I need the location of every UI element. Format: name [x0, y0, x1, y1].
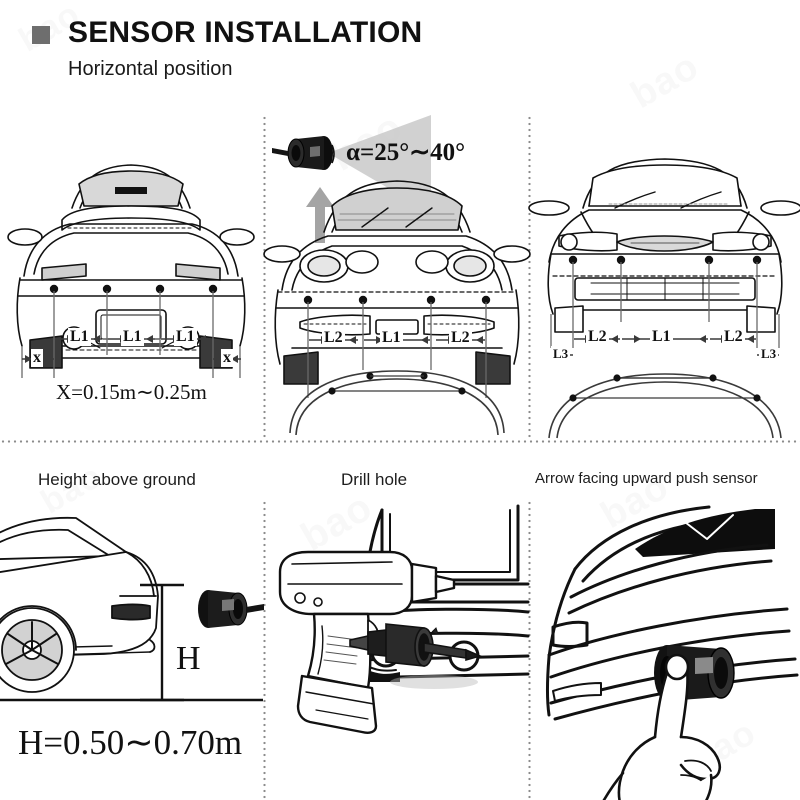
- dimension-row-l2l1l2: L2 L1 L2: [531, 326, 800, 352]
- panel-sedan-front-l3l2l1l2l3: L2 L1 L2 L3 L3: [528, 150, 800, 440]
- dim-label-h: H: [171, 640, 206, 678]
- panel-front-bumper-l2l1l2: α=25°∼40°: [263, 115, 531, 440]
- panel-drill-hole: Drill hole: [266, 455, 530, 800]
- dim-label-l2: L2: [586, 328, 609, 346]
- height-dimension-icon: [140, 583, 184, 702]
- cordless-drill-icon: [278, 550, 456, 734]
- dim-label-l1: L1: [380, 329, 403, 347]
- bumper-curve-profile-icon: [548, 373, 782, 439]
- dim-label-l1: L1: [68, 328, 91, 346]
- page-subtitle: Horizontal position: [68, 58, 233, 80]
- dim-label-l1: L1: [650, 328, 673, 346]
- panel-height-above-ground: Height above ground: [0, 455, 264, 800]
- dimension-row-l3: L3 L3: [531, 342, 800, 368]
- dim-label-l2: L2: [449, 329, 472, 347]
- panel-label-height: Height above ground: [38, 470, 196, 489]
- sedan-front-view-icon: [528, 158, 800, 348]
- dim-label-l1: L1: [121, 328, 144, 346]
- dim-label-x: x: [31, 349, 43, 367]
- page-header: SENSOR INSTALLATION Horizontal position: [0, 0, 800, 100]
- panel-label-drill: Drill hole: [341, 470, 408, 489]
- vertical-divider-top-2: [528, 115, 531, 440]
- parking-sensor-icon: [272, 136, 333, 170]
- formula-h: H=0.50∼0.70m: [18, 723, 243, 762]
- dim-label-x: x: [221, 349, 233, 367]
- horizontal-divider: [0, 440, 800, 443]
- angle-label: α=25°∼40°: [346, 139, 466, 166]
- dimension-row-x: x x: [0, 346, 263, 372]
- page-title: SENSOR INSTALLATION: [68, 16, 423, 49]
- formula-x: X=0.15m∼0.25m: [56, 380, 207, 404]
- sensor-dot-group: [568, 255, 762, 265]
- square-bullet-icon: [32, 26, 50, 44]
- bumper-curve-profile-icon: [289, 370, 505, 436]
- sensor-dot-group: [303, 295, 491, 305]
- panel-rear-bumper-even: L1 L1 L1 x x X=0.15m∼0.25m: [0, 150, 263, 440]
- sensor-dot-group: [49, 284, 218, 294]
- dim-label-l3: L3: [551, 346, 571, 362]
- panel-push-sensor: Arrow facing upward push sensor: [531, 455, 800, 800]
- dim-label-l2: L2: [722, 328, 745, 346]
- dim-label-l1: L1: [174, 328, 197, 346]
- dimension-row-l1: L1 L1 L1: [0, 326, 263, 352]
- dim-label-l3: L3: [759, 346, 779, 362]
- vertical-divider-bottom-1: [263, 500, 266, 800]
- panel-label-push: Arrow facing upward push sensor: [535, 470, 758, 487]
- pointing-hand-icon: [602, 653, 721, 800]
- hole-saw-bit-icon: [349, 623, 483, 689]
- sedan-side-rear-view-icon: [0, 516, 263, 702]
- vertical-divider-top-1: [263, 115, 266, 440]
- up-arrow-icon: [306, 187, 334, 243]
- vertical-divider-bottom-2: [528, 500, 531, 800]
- parking-sensor-icon: [198, 590, 264, 628]
- dim-label-l2: L2: [322, 329, 345, 347]
- dimension-row-l2l1l2: L2 L1 L2: [266, 327, 528, 353]
